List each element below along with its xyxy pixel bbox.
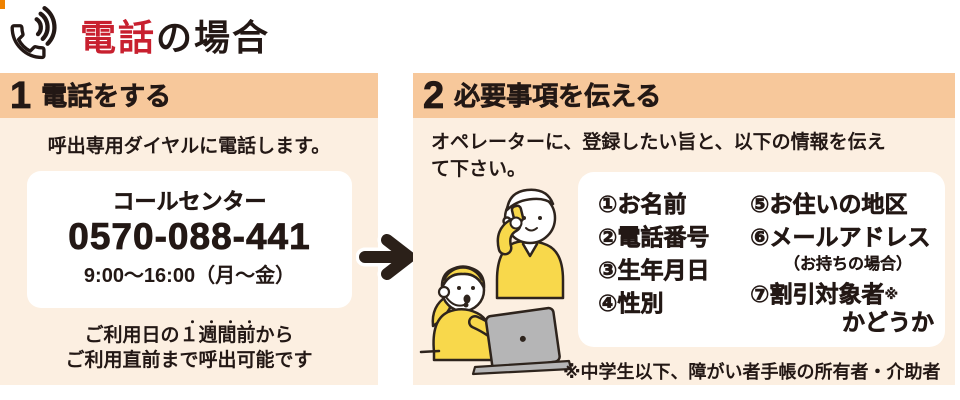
step1-lead: 呼出専用ダイヤルに電話します。 bbox=[47, 136, 331, 157]
step2-lead: オペレーターに、登録したい旨と、以下の情報を伝えて下さい。 bbox=[431, 132, 886, 180]
note-line1-emphasized: ・・・・１週間前 bbox=[179, 315, 255, 348]
list-item: ①お名前 bbox=[598, 191, 687, 218]
note-line1-post: から bbox=[255, 325, 294, 346]
page-title-rest: の場合 bbox=[156, 17, 271, 58]
step1-header: 1 電話をする bbox=[0, 73, 378, 118]
step2-heading: 必要事項を伝える bbox=[454, 81, 662, 112]
call-center-label: コールセンター bbox=[112, 189, 267, 215]
step1-heading: 電話をする bbox=[41, 81, 172, 112]
list-item-sub: かどうか bbox=[842, 309, 935, 336]
step1-body: 呼出専用ダイヤルに電話します。 コールセンター 0570-088-441 9:0… bbox=[0, 118, 378, 385]
info-list-left: ①お名前 ②電話番号 ③生年月日 ④性別 bbox=[598, 188, 710, 320]
page-title-highlight: 電話 bbox=[80, 17, 157, 58]
right-arrow-icon bbox=[355, 228, 426, 286]
list-item: ②電話番号 bbox=[598, 224, 710, 251]
step2-number: 2 bbox=[423, 74, 445, 117]
emphasis-dots: ・・・・ bbox=[186, 315, 263, 329]
info-list-right: ⑤お住いの地区 ⑥メールアドレス （お持ちの場合） ⑦割引対象者※ かどうか bbox=[750, 188, 935, 336]
step1-note-line2: ご利用直前まで呼出可能です bbox=[65, 350, 313, 371]
list-item: ③生年月日 bbox=[598, 257, 710, 284]
corner-artifact bbox=[0, 0, 5, 9]
step1-panel: 1 電話をする 呼出専用ダイヤルに電話します。 コールセンター 0570-088… bbox=[0, 73, 378, 385]
step2-body: オペレーターに、登録したい旨と、以下の情報を伝えて下さい。 bbox=[413, 118, 955, 385]
step2-panel: 2 必要事項を伝える オペレーターに、登録したい旨と、以下の情報を伝えて下さい。 bbox=[413, 73, 955, 385]
caller-and-operator-illustration bbox=[417, 180, 581, 382]
step1-note-line1: ご利用日の・・・・１週間前から bbox=[0, 315, 378, 348]
list-item: ⑥メールアドレス bbox=[750, 224, 931, 251]
step1-number: 1 bbox=[10, 74, 32, 117]
list-item: ④性別 bbox=[598, 290, 664, 317]
list-item-sub: （お持ちの場合） bbox=[784, 256, 913, 273]
call-center-phone-number: 0570-088-441 bbox=[68, 216, 311, 258]
list-item: ⑦割引対象者※ bbox=[750, 281, 899, 308]
call-center-box: コールセンター 0570-088-441 9:00～16:00（月～金） bbox=[27, 171, 352, 308]
phone-icon bbox=[4, 4, 66, 66]
step2-footnote: ※中学生以下、障がい者手帳の所有者・介助者 bbox=[563, 362, 941, 382]
list-item: ⑤お住いの地区 bbox=[750, 191, 908, 218]
step2-header: 2 必要事項を伝える bbox=[413, 73, 955, 118]
step1-note: ご利用日の・・・・１週間前から ご利用直前まで呼出可能です bbox=[0, 315, 378, 373]
page-title: 電話の場合 bbox=[80, 9, 270, 61]
footnote-marker: ※ bbox=[884, 286, 899, 302]
page-title-row: 電話の場合 bbox=[4, 4, 270, 66]
call-center-hours: 9:00～16:00（月～金） bbox=[83, 264, 296, 287]
note-line1-pre: ご利用日の bbox=[84, 325, 180, 346]
required-info-box: ①お名前 ②電話番号 ③生年月日 ④性別 ⑤お住いの地区 ⑥メールアドレス （お… bbox=[578, 172, 945, 347]
